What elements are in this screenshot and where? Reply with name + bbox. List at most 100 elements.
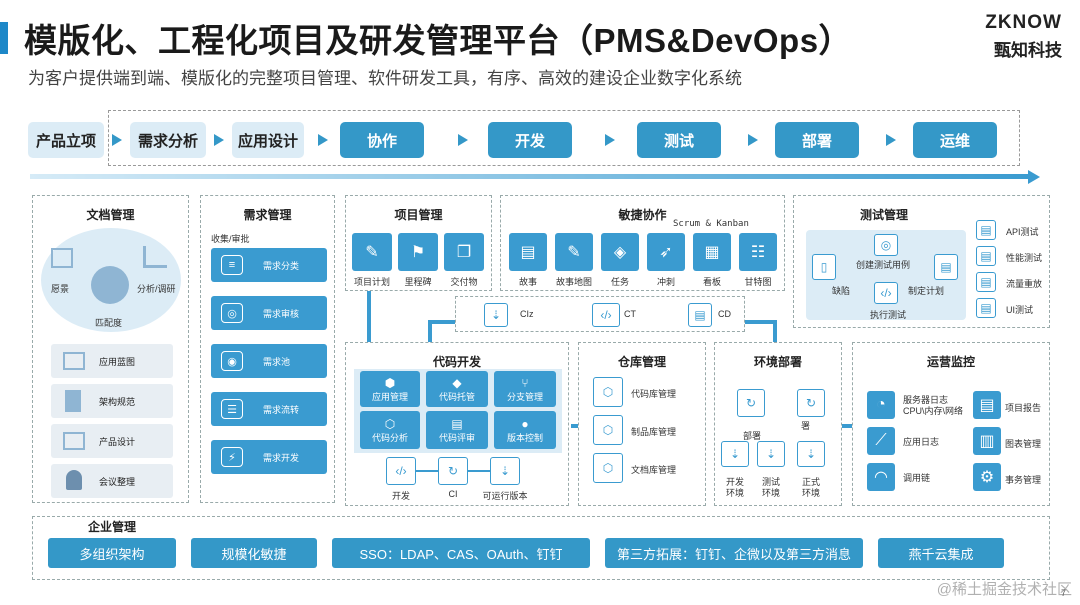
- replay-test-icon: ▤: [976, 272, 996, 292]
- env-deploy-title: 环境部署: [753, 355, 802, 369]
- code-review-label: 代码评审: [438, 432, 475, 443]
- branch-mgmt-tile: ⑂分支管理: [494, 371, 556, 407]
- ent-yanqianyun: 燕千云集成: [878, 538, 1004, 568]
- doc-vision-label: 愿景: [51, 284, 70, 294]
- deploy-sync-icon-2: ↻: [797, 389, 825, 417]
- test-replay-label: 流量重放: [1006, 279, 1043, 289]
- test-perf-label: 性能测试: [1006, 253, 1043, 263]
- repo-mgmt-panel: 仓库管理 ⬡ 代码库管理 ⬡ 制品库管理 ⬡ 文档库管理: [578, 342, 706, 506]
- env-deploy-label: 部署: [743, 431, 762, 441]
- code-analysis-tile: ⬡代码分析: [360, 411, 420, 449]
- req-mgmt-title: 需求管理: [243, 208, 292, 222]
- stage-development: 开发: [488, 122, 572, 158]
- agile-task-label: 任务: [610, 277, 629, 287]
- sprint-icon: ➶: [647, 233, 685, 271]
- app-log-icon: ⟋: [867, 427, 895, 455]
- proj-mgmt-panel: 项目管理 ✎ ⚑ ❐ 项目计划 里程碑 交付物: [345, 195, 492, 291]
- trace-icon: ◠: [867, 463, 895, 491]
- ct-icon: ‹/›: [592, 303, 620, 327]
- code-host-tile: ◆代码托管: [426, 371, 488, 407]
- pie-chart-icon: [91, 266, 129, 304]
- ci-icon: ⇣: [484, 303, 508, 327]
- building-icon: [65, 390, 81, 412]
- perf-test-icon: ▤: [976, 246, 996, 266]
- analysis-icon: ⬡: [384, 416, 396, 431]
- ent-multi-org: 多组织架构: [48, 538, 176, 568]
- flow-arrow-icon: [458, 134, 468, 146]
- stage-product-initiation: 产品立项: [28, 122, 104, 158]
- branch-icon: ⑂: [521, 375, 529, 390]
- req-review-label: 需求审核: [263, 308, 300, 319]
- ent-sso: SSO：LDAP、CAS、OAuth、钉钉: [332, 538, 590, 568]
- code-review-tile: ▤代码评审: [426, 411, 488, 449]
- gantt-icon: ☷: [739, 233, 777, 271]
- stage-collaboration: 协作: [340, 122, 424, 158]
- req-dev-label: 需求开发: [263, 452, 300, 463]
- bar-chart-icon: [143, 246, 167, 268]
- timeline-arrow-head-icon: [1028, 170, 1040, 184]
- req-classify-button: ≡需求分类: [211, 248, 327, 282]
- agile-tag: Scrum & Kanban: [673, 219, 749, 229]
- grid-icon: [63, 432, 85, 450]
- stage-requirement-analysis: 需求分析: [130, 122, 206, 158]
- flow-arrow-icon: [112, 134, 122, 146]
- agile-board-label: 看板: [702, 277, 721, 287]
- app-mgmt-tile: ⬢应用管理: [360, 371, 420, 407]
- company-logo-text: 甄知科技: [994, 41, 1062, 60]
- plan-icon: ✎: [352, 233, 392, 271]
- env-deploy-panel: 环境部署 ↻ ↻ 部署 署 ⇣ ⇣ ⇣ 开发 环境 测试 环境 正式 环境: [714, 342, 842, 506]
- flow-arrow-icon: [886, 134, 896, 146]
- pool-icon: ◉: [221, 351, 243, 371]
- stage-deployment: 部署: [775, 122, 859, 158]
- dev-env-icon: ⇣: [721, 441, 749, 467]
- calendar-icon: [51, 248, 73, 268]
- req-flow-label: 需求流转: [263, 404, 300, 415]
- proj-milestone-label: 里程碑: [404, 277, 432, 287]
- doc-item-arch: 架构规范: [51, 384, 173, 418]
- doc-item-design: 产品设计: [51, 424, 173, 458]
- env-test-label: 测试 环境: [761, 477, 780, 498]
- dev-icon: ‹/›: [386, 457, 416, 485]
- flow-arrow-icon: [748, 134, 758, 146]
- req-mgmt-panel: 需求管理 收集/审批 ≡需求分类 ◎需求审核 ◉需求池 ☰需求流转 ⚡需求开发: [200, 195, 335, 503]
- enterprise-title: 企业管理: [88, 520, 137, 534]
- cicd-ct-label: CT: [624, 309, 636, 319]
- req-collect-label: 收集/审批: [211, 234, 250, 244]
- env-deploy-label-2: 署: [801, 421, 811, 431]
- test-create-label: 创建测试用例: [856, 260, 911, 270]
- story-map-icon: ✎: [555, 233, 593, 271]
- cicd-ci-label: CIz: [520, 309, 534, 319]
- stage-application-design: 应用设计: [232, 122, 304, 158]
- ops-report-label: 项目报告: [1005, 403, 1042, 413]
- test-mgmt-title: 测试管理: [859, 208, 908, 222]
- agile-title: 敏捷协作: [618, 208, 667, 222]
- req-pool-button: ◉需求池: [211, 344, 327, 378]
- app-icon: ⬢: [384, 375, 396, 390]
- page-title: 模版化、工程化项目及研发管理平台（PMS&DevOps）: [24, 22, 853, 59]
- deploy-sync-icon: ↻: [737, 389, 765, 417]
- ops-monitor-title: 运营监控: [926, 355, 975, 369]
- connector-line: [840, 424, 854, 428]
- code-dev-title: 代码开发: [432, 355, 481, 369]
- doc-analysis-label: 分析/调研: [137, 284, 176, 294]
- ops-app-log-label: 应用日志: [903, 437, 940, 447]
- connector-line: [367, 291, 371, 343]
- agile-panel: 敏捷协作 Scrum & Kanban ▤ ✎ ◈ ➶ ▦ ☷ 故事 故事地图 …: [500, 195, 785, 291]
- doc-match-label: 匹配度: [95, 318, 123, 328]
- flag-icon: ⚑: [398, 233, 438, 271]
- watermark: @稀土掘金技术社区: [936, 581, 1072, 598]
- database-icon: ≡: [221, 255, 243, 275]
- connector-line: [773, 320, 777, 344]
- timeline-arrow: [30, 174, 1030, 179]
- review-icon: ▤: [451, 416, 463, 431]
- sliders-icon: ☰: [221, 399, 243, 419]
- gears-icon: ⚙: [973, 463, 1001, 491]
- task-tag-icon: ◈: [601, 233, 639, 271]
- map-icon: [63, 352, 85, 370]
- cd-icon: ▤: [688, 303, 712, 327]
- target-icon: ◎: [221, 303, 243, 323]
- ent-third-party: 第三方拓展：钉钉、企微以及第三方消息: [605, 538, 863, 568]
- process-flow-frame: [108, 110, 1020, 166]
- fox-icon: ◆: [452, 375, 462, 390]
- agile-sprint-label: 冲刺: [656, 277, 675, 287]
